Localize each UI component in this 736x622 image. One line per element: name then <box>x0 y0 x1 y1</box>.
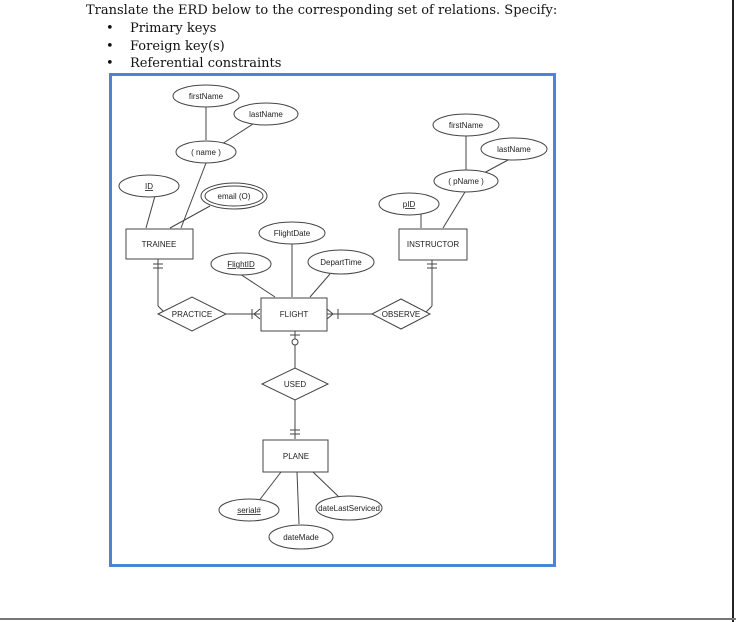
erd-frame <box>109 73 556 567</box>
attr-instr-lastname <box>480 137 548 161</box>
relationship-used-label: USED <box>284 380 306 389</box>
attr-plane-datemade-label: dateMade <box>283 533 319 542</box>
relationship-practice <box>156 296 228 332</box>
entity-trainee <box>125 228 194 260</box>
requirement-primary-keys: Primary keys <box>86 20 557 38</box>
attr-trainee-firstname-label: firstName <box>189 92 224 101</box>
attr-plane-serial-label: serial# <box>237 506 261 515</box>
erd-connectors <box>145 106 509 525</box>
attr-instr-pname-label: ( pName ) <box>448 177 484 186</box>
relationship-practice-label: PRACTICE <box>172 310 212 319</box>
attr-plane-serial <box>218 498 280 522</box>
page-bottom-border <box>0 618 736 620</box>
relationship-used <box>260 367 330 401</box>
requirement-foreign-keys: Foreign key(s) <box>86 38 557 56</box>
attr-trainee-email <box>204 185 264 207</box>
attr-plane-datemade <box>268 524 334 550</box>
entity-plane <box>262 439 329 473</box>
attr-trainee-firstname <box>172 84 240 108</box>
attr-instr-firstname-label: firstName <box>449 121 484 130</box>
attr-plane-dateserviced-label: dateLastServiced <box>318 504 380 513</box>
relationship-observe-label: OBSERVE <box>382 310 421 319</box>
question-prompt: Translate the ERD below to the correspon… <box>86 3 558 18</box>
attr-flight-date-label: FlightDate <box>274 229 311 238</box>
attr-trainee-name-label: ( name ) <box>191 148 221 157</box>
attr-instr-pid <box>378 192 440 216</box>
attr-trainee-lastname-label: lastName <box>249 110 283 119</box>
attr-flight-date <box>258 221 326 245</box>
entity-flight-label: FLIGHT <box>280 310 309 319</box>
entity-plane-label: PLANE <box>283 452 309 461</box>
page-right-border <box>732 0 734 622</box>
attr-trainee-name <box>175 140 237 164</box>
requirement-referential-constraints: Referential constraints <box>86 55 557 73</box>
attr-instr-pid-label: pID <box>403 200 416 209</box>
attr-instr-firstname <box>432 113 500 137</box>
attr-instr-pname <box>433 169 499 193</box>
attr-flight-id-label: FlightID <box>227 260 255 269</box>
attr-plane-dateserviced <box>315 495 383 521</box>
attr-trainee-id-label: ID <box>145 182 153 191</box>
entity-trainee-label: TRAINEE <box>142 240 177 249</box>
attr-depart-time-label: DepartTime <box>320 258 362 267</box>
attr-depart-time <box>307 249 375 275</box>
relationship-observe <box>370 298 432 330</box>
attr-instr-lastname-label: lastName <box>497 145 531 154</box>
attr-trainee-lastname <box>233 102 299 126</box>
attr-flight-id <box>210 252 272 276</box>
attr-trainee-id <box>118 174 180 198</box>
attr-trainee-email-label: email (O) <box>218 192 251 201</box>
requirements-list: Primary keys Foreign key(s) Referential … <box>86 20 557 73</box>
entity-instructor <box>398 228 468 261</box>
entity-instructor-label: INSTRUCTOR <box>407 240 460 249</box>
entity-flight <box>260 297 328 332</box>
question-text: Translate the ERD below to the correspon… <box>86 2 557 73</box>
